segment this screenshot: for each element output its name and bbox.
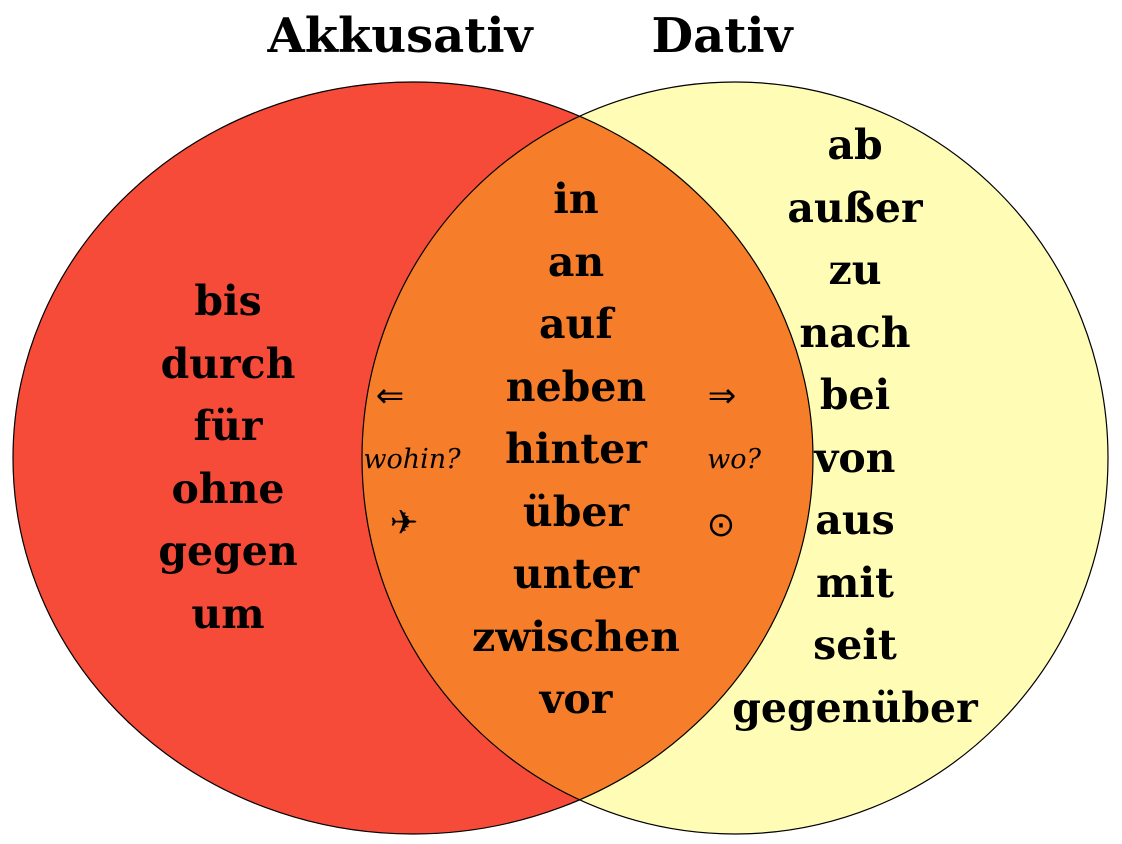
- preposition: vor: [539, 675, 613, 723]
- preposition: neben: [505, 362, 647, 411]
- title-akkusativ: Akkusativ: [267, 8, 533, 64]
- preposition: ohne: [171, 464, 285, 513]
- preposition: von: [814, 433, 896, 482]
- preposition: um: [191, 589, 265, 638]
- preposition: hinter: [505, 425, 647, 473]
- preposition: über: [522, 487, 630, 536]
- preposition: außer: [787, 183, 923, 232]
- preposition: für: [193, 402, 263, 450]
- dative-list: ab außer zu nach bei von aus mit seit ge…: [732, 114, 977, 739]
- preposition: ab: [827, 121, 883, 169]
- preposition: an: [547, 237, 605, 286]
- preposition: zwischen: [472, 612, 680, 661]
- accusative-list: bis durch für ohne gegen um: [158, 270, 297, 645]
- preposition: unter: [512, 550, 640, 598]
- wo-label: wo?: [707, 444, 761, 475]
- dot-circle-icon: ⊙: [706, 505, 736, 545]
- preposition: bei: [819, 371, 891, 419]
- preposition: auf: [538, 300, 613, 348]
- preposition: in: [553, 175, 599, 223]
- two-way-list: in an auf neben hinter über unter zwisch…: [472, 168, 680, 731]
- preposition: aus: [815, 496, 895, 544]
- airplane-icon: ✈: [389, 503, 419, 543]
- accusative-circle-outline: [12, 81, 814, 835]
- preposition: seit: [813, 621, 897, 669]
- preposition: durch: [160, 339, 296, 388]
- right-arrow-icon: ⇒: [707, 376, 737, 416]
- left-arrow-icon: ⇐: [375, 376, 405, 416]
- preposition: bis: [194, 277, 262, 325]
- preposition: nach: [799, 308, 911, 357]
- preposition: zu: [828, 246, 882, 294]
- preposition: mit: [816, 558, 894, 607]
- preposition: gegen: [158, 527, 298, 575]
- wohin-label: wohin?: [363, 444, 461, 475]
- dative-circle-outline: [361, 81, 1109, 835]
- preposition: gegenüber: [732, 683, 978, 732]
- overlap-region: [362, 82, 813, 834]
- title-dativ: Dativ: [651, 8, 793, 64]
